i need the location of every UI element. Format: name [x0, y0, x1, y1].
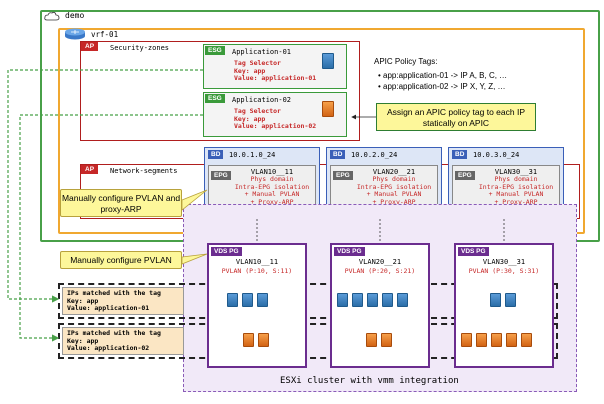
vm-icon [366, 333, 377, 347]
vm-group-orange [243, 333, 269, 347]
bd-label: 10.0.2.0_24 [351, 151, 398, 159]
vds-name: VLAN20__21 [358, 258, 402, 266]
tag-selector-value: Value: application-02 [234, 122, 317, 130]
vds-badge: VDS PG [458, 247, 489, 256]
epg-line: + Proxy-ARP [372, 197, 416, 206]
bd-label: 10.0.1.0_24 [229, 151, 276, 159]
vm-icon [505, 293, 516, 307]
esg-name: Application-02 [232, 96, 292, 104]
policy-item: app:application-01 -> IP A, B, C, … [378, 70, 594, 81]
cluster-label: ESXi cluster with vmm integration [280, 376, 459, 386]
vm-icon [352, 293, 363, 307]
epg-name: VLAN20__21 [372, 168, 416, 176]
bd-badge: BD [208, 150, 224, 159]
epg-line: Intra-EPG isolation [234, 182, 310, 191]
vm-icon [382, 293, 393, 307]
bd-label: 10.0.3.0_24 [473, 151, 520, 159]
esg-name: Application-01 [232, 48, 292, 56]
esg-application-01: ESG Application-01 Tag Selector Key: app… [203, 44, 347, 89]
vm-icon [227, 293, 238, 307]
tag-selector-key: Key: app [234, 66, 266, 75]
tag-match-key: Key: app [67, 336, 99, 345]
vm-group-orange [461, 333, 532, 347]
vds-name: VLAN30__31 [482, 258, 526, 266]
vm-group-orange [366, 333, 392, 347]
vm-group-blue [490, 293, 516, 307]
apic-policy-tags: APIC Policy Tags: app:application-01 -> … [374, 56, 594, 92]
vm-icon [242, 293, 253, 307]
esg-application-02: ESG Application-02 Tag Selector Key: app… [203, 92, 347, 137]
epg-line: + Proxy-ARP [494, 197, 538, 206]
epg-line: Intra-EPG isolation [478, 182, 554, 191]
vm-icon [367, 293, 378, 307]
vm-icon [322, 101, 334, 117]
policy-item: app:application-02 -> IP X, Y, Z, … [378, 81, 594, 92]
vm-group-blue [337, 293, 408, 307]
epg-name: VLAN10__11 [250, 168, 294, 176]
vm-icon [506, 333, 517, 347]
epg-line: Intra-EPG isolation [356, 182, 432, 191]
epg-line: + Manual PVLAN [488, 190, 544, 198]
bd-badge: BD [452, 150, 468, 159]
tag-match-value: Value: application-02 [67, 344, 150, 352]
vm-icon [491, 333, 502, 347]
tag-selector-key: Key: app [234, 114, 266, 123]
vm-icon [476, 333, 487, 347]
vm-icon [322, 53, 334, 69]
esg-badge: ESG [205, 46, 225, 55]
vds-portgroup: VDS PG VLAN20__21 PVLAN (P:20, S:21) [330, 243, 430, 368]
vds-pvlan: PVLAN (P:10, S:11) [221, 267, 293, 275]
tag-selector-value: Value: application-01 [234, 74, 317, 82]
tag-match-box: IPs matched with the tag Key: app Value:… [62, 327, 184, 355]
epg-badge: EPG [333, 171, 353, 180]
epg-badge: EPG [211, 171, 231, 180]
epg-name: VLAN30__31 [494, 168, 538, 176]
vds-portgroup: VDS PG VLAN10__11 PVLAN (P:10, S:11) [207, 243, 307, 368]
ap-badge: AP [81, 42, 99, 51]
vm-icon [258, 333, 269, 347]
vm-icon [337, 293, 348, 307]
epg-line: Phys domain [250, 175, 294, 183]
vm-icon [397, 293, 408, 307]
vm-icon [521, 333, 532, 347]
vm-icon [381, 333, 392, 347]
epg-line: Phys domain [372, 175, 416, 183]
ap-label: Network-segments [110, 167, 178, 175]
pvlan-callout: Manually configure PVLAN [60, 251, 182, 269]
cloud-icon [44, 11, 60, 21]
epg: EPG VLAN30__31 Phys domain Intra-EPG iso… [452, 165, 560, 215]
esg-badge: ESG [205, 94, 225, 103]
epg-badge: EPG [455, 171, 475, 180]
vds-pvlan: PVLAN (P:20, S:21) [344, 267, 416, 275]
bd-badge: BD [330, 150, 346, 159]
vds-name: VLAN10__11 [235, 258, 279, 266]
tag-match-value: Value: application-01 [67, 304, 150, 312]
tag-selector-title: Tag Selector [234, 59, 281, 67]
epg-line: Phys domain [494, 175, 538, 183]
tenant-label: demo [65, 11, 85, 20]
vds-pvlan: PVLAN (P:30, S:31) [468, 267, 540, 275]
vm-icon [257, 293, 268, 307]
vm-group-blue [227, 293, 268, 307]
vm-icon [461, 333, 472, 347]
vds-portgroup: VDS PG VLAN30__31 PVLAN (P:30, S:31) [454, 243, 554, 368]
epg-line: + Manual PVLAN [366, 190, 422, 198]
vm-icon [243, 333, 254, 347]
tag-selector-title: Tag Selector [234, 107, 281, 115]
pvlan-proxy-arp-callout: Manually configure PVLAN and proxy-ARP [60, 189, 182, 217]
vds-badge: VDS PG [211, 247, 242, 256]
router-icon [65, 28, 85, 40]
tag-match-box: IPs matched with the tag Key: app Value:… [62, 287, 184, 315]
epg-line: + Manual PVLAN [244, 190, 300, 198]
policy-title: APIC Policy Tags: [374, 57, 438, 66]
ap-label: Security-zones [110, 44, 170, 52]
epg-line: + Proxy-ARP [250, 197, 294, 206]
ap-badge: AP [81, 165, 99, 174]
assign-policy-tag-callout: Assign an APIC policy tag to each IP sta… [376, 103, 536, 131]
vds-badge: VDS PG [334, 247, 365, 256]
vrf-label: vrf-01 [91, 30, 119, 39]
vm-icon [490, 293, 501, 307]
